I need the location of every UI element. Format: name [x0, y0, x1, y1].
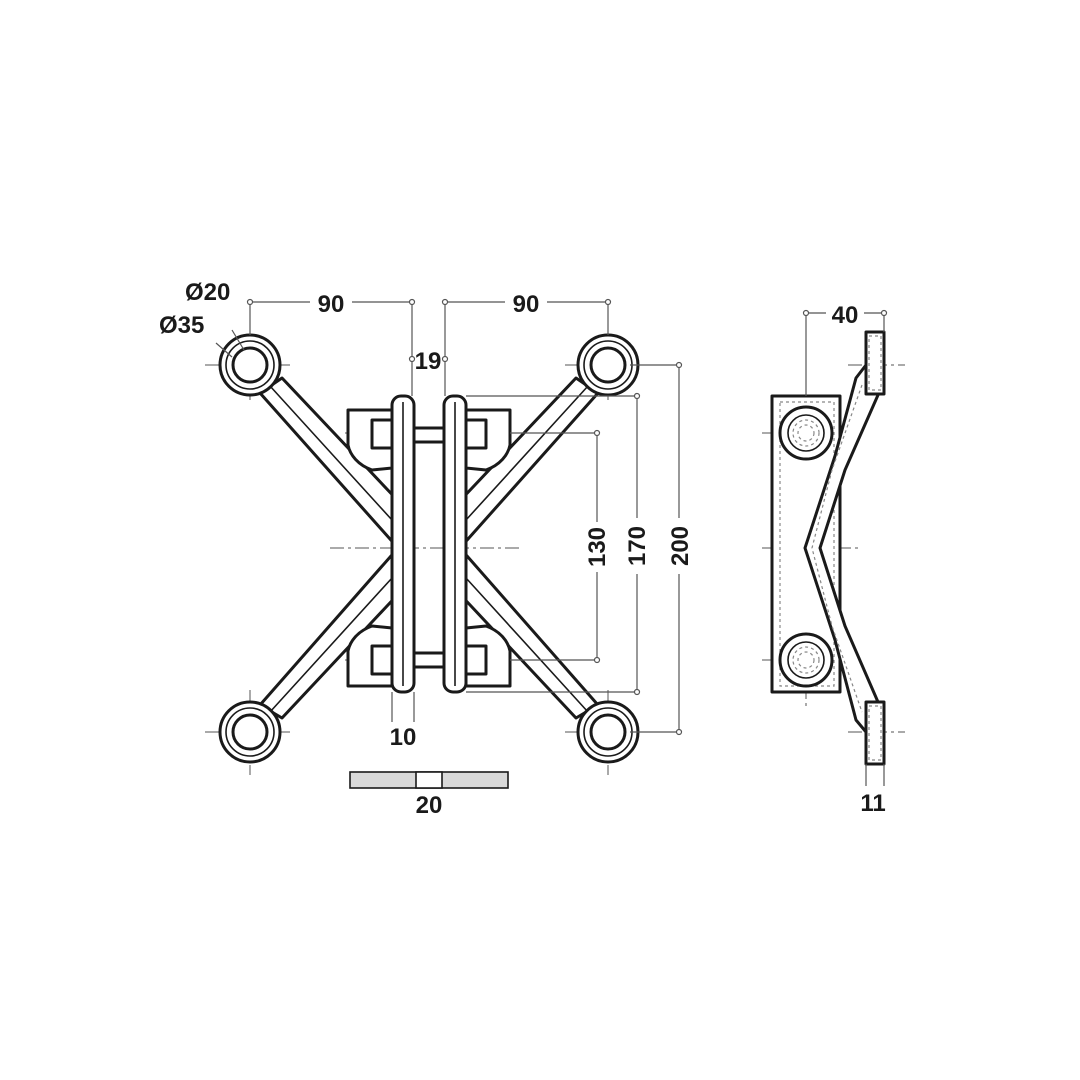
right-arms	[454, 376, 600, 720]
side-view: 40 11	[762, 302, 905, 817]
spider-arms	[258, 376, 600, 720]
side-bolt-bottom	[778, 632, 834, 688]
dim-plate-height: 170	[624, 526, 651, 566]
side-dimension-lines	[802, 309, 888, 786]
top-section: 20	[349, 771, 509, 819]
section-gap	[415, 771, 443, 789]
side-bolt-top	[778, 405, 834, 461]
dim-flange-thickness: 11	[860, 790, 885, 817]
dim-body-gap: 19	[415, 348, 442, 375]
dim-arm-span-right: 90	[513, 291, 540, 318]
fixing-holes	[218, 333, 640, 764]
bolt-upper	[408, 426, 450, 444]
left-arms	[258, 376, 404, 720]
central-plates	[390, 394, 468, 694]
side-flange-top	[864, 330, 886, 396]
dim-overall-height: 200	[667, 526, 694, 566]
hole-top-right	[576, 333, 640, 397]
dim-section-width: 20	[416, 792, 443, 819]
side-flange-bottom	[864, 700, 886, 766]
front-view: 90 90 Ø20 Ø35 19 10 130 170 200	[159, 279, 694, 775]
dim-plate-thickness: 10	[390, 724, 417, 751]
hole-bottom-right	[576, 700, 640, 764]
bolt-housings	[346, 408, 512, 688]
dim-hole-inner-diameter: Ø20	[185, 279, 230, 306]
dim-side-depth: 40	[832, 302, 859, 329]
front-dimension-lines	[215, 298, 683, 736]
dim-bolt-pitch: 130	[584, 527, 611, 567]
dim-hole-outer-diameter: Ø35	[159, 312, 204, 339]
hole-top-left	[218, 333, 282, 397]
hole-bottom-left	[218, 700, 282, 764]
bolt-lower	[408, 651, 450, 669]
dim-arm-span-left: 90	[318, 291, 345, 318]
